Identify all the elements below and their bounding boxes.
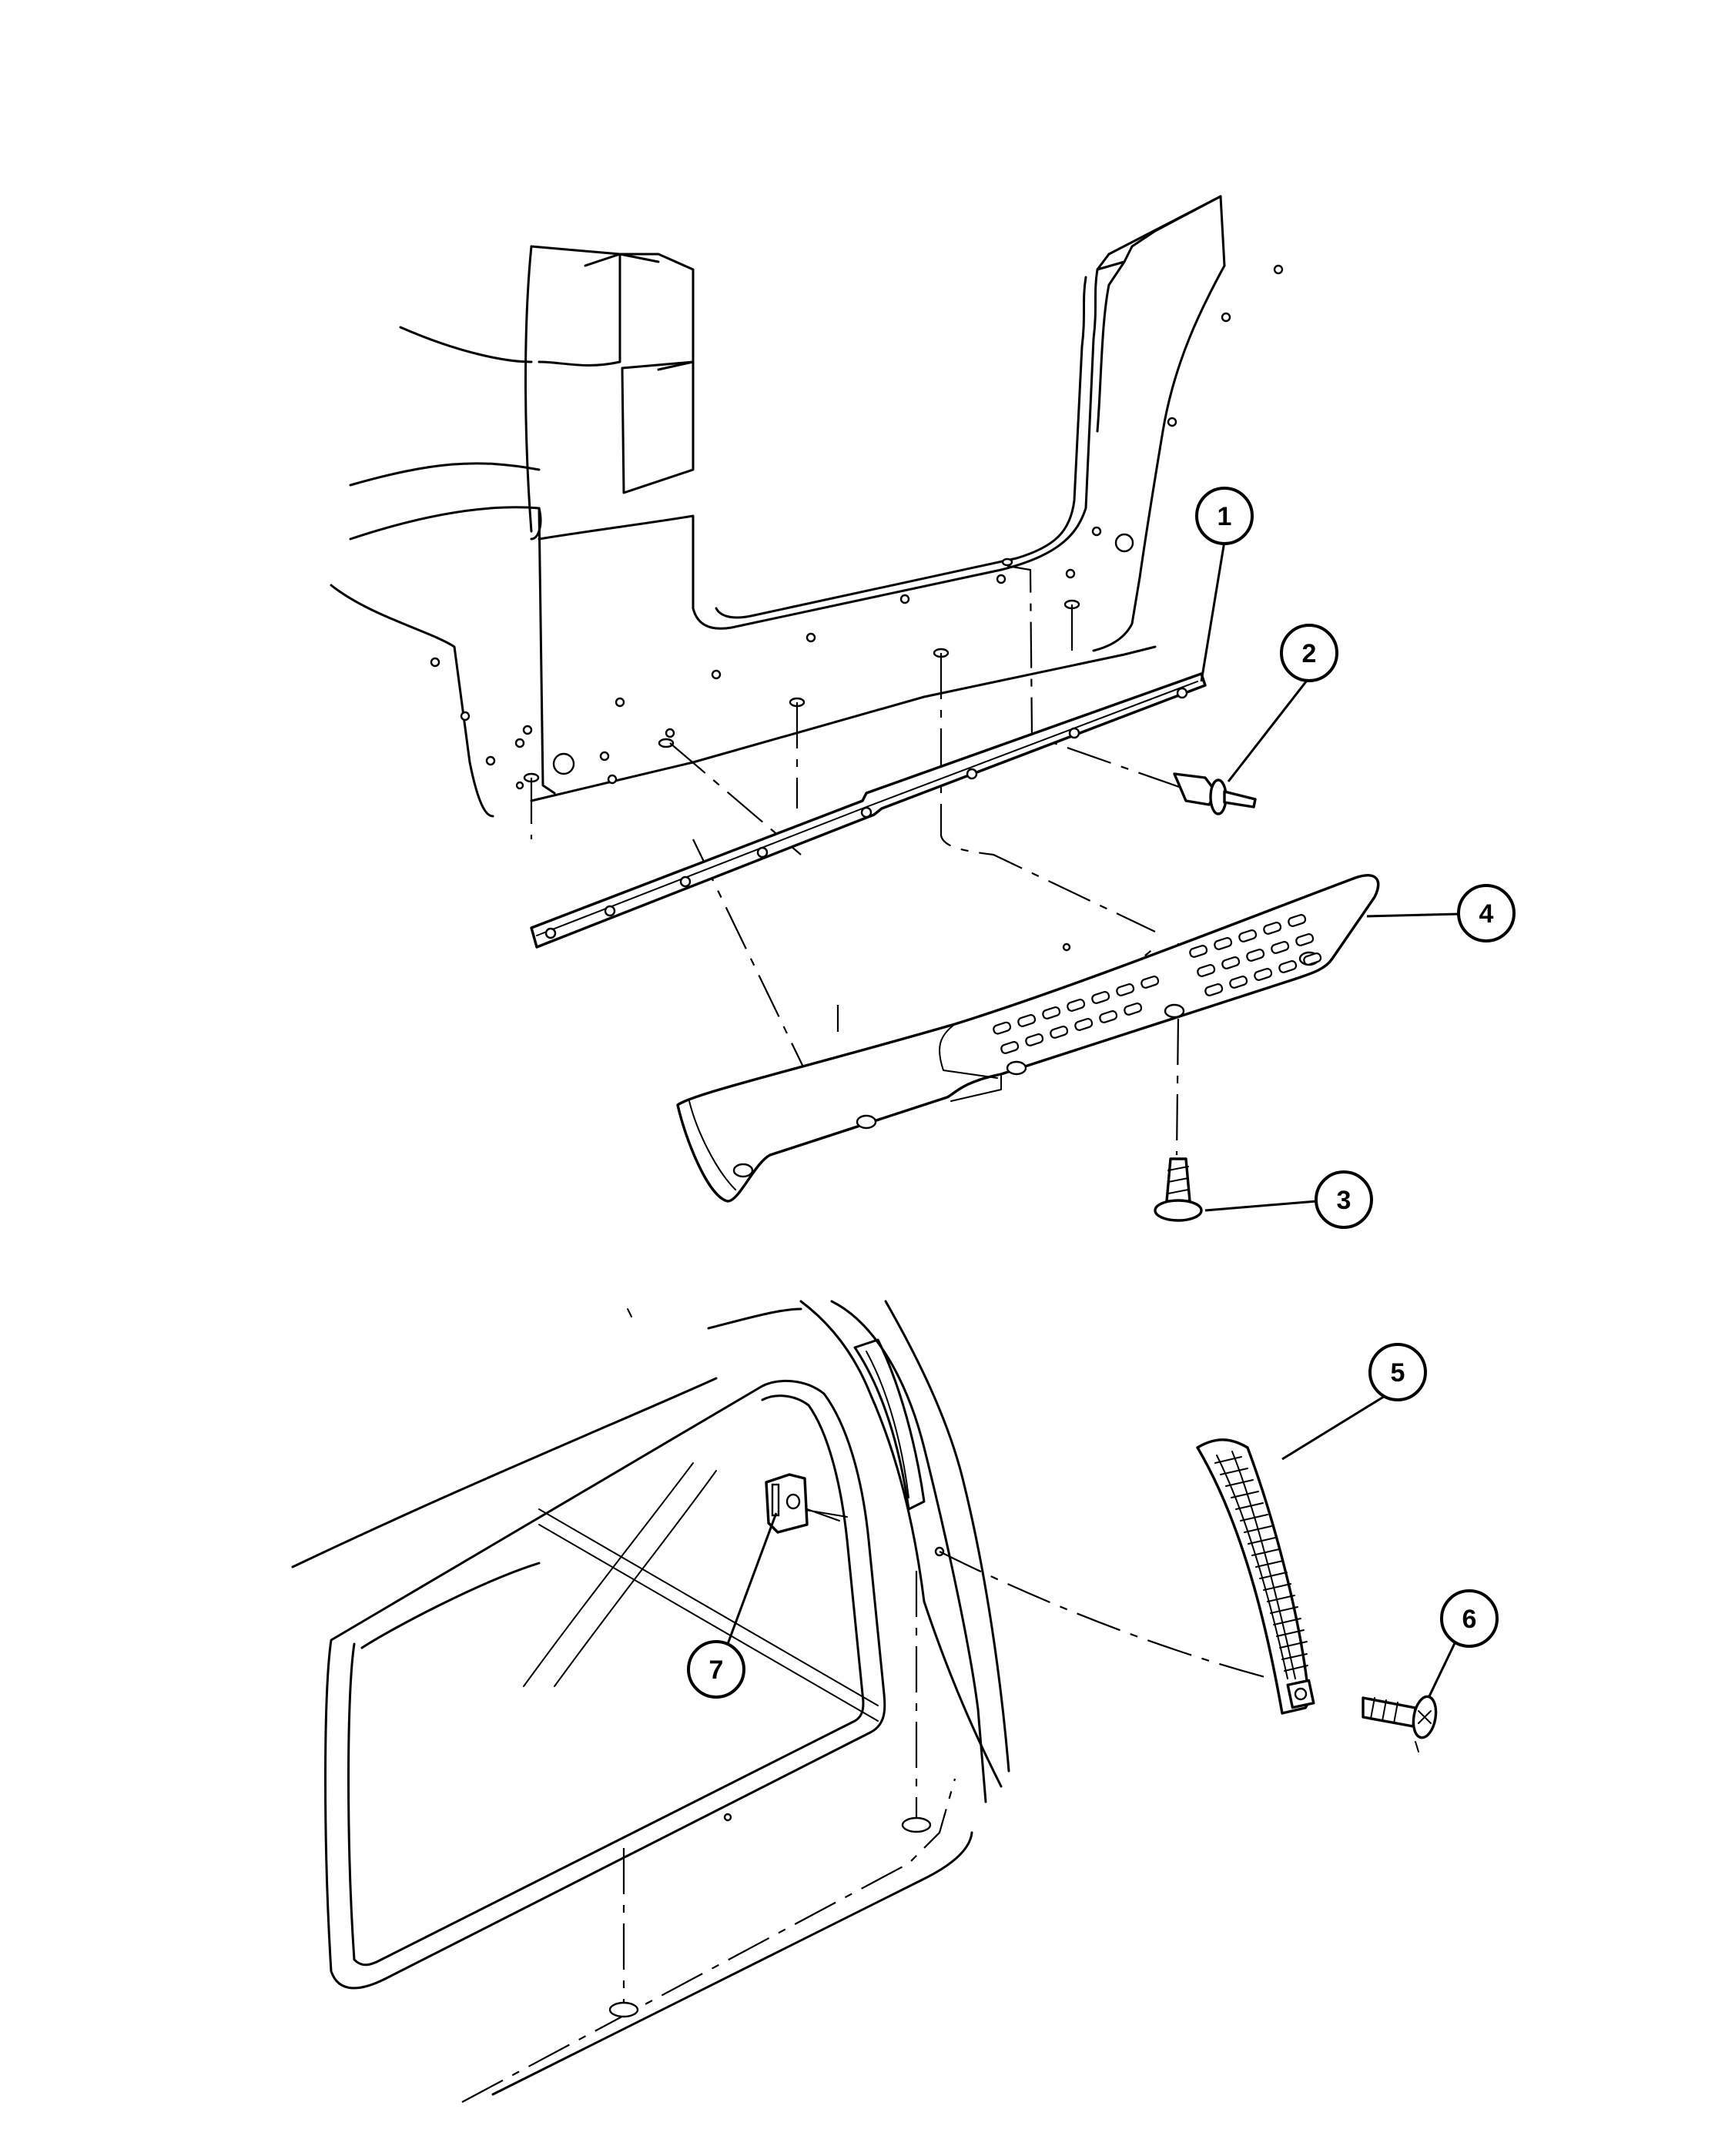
push-pin-fastener <box>1173 772 1257 815</box>
callout-6-label: 6 <box>1462 1605 1477 1634</box>
vent-screw <box>1362 1695 1438 1753</box>
rear-vent-grille <box>1196 1438 1315 1715</box>
sill-guard <box>676 874 1380 1203</box>
sill-retainer-strip <box>530 672 1207 949</box>
callout-4: 4 <box>1366 884 1516 942</box>
callout-7-label: 7 <box>709 1656 724 1685</box>
callout-6: 6 <box>1427 1589 1499 1699</box>
callout-3: 3 <box>1204 1170 1373 1229</box>
callout-3-label: 3 <box>1337 1186 1352 1215</box>
rear-quarter-panel <box>291 1300 1010 2103</box>
callout-4-label: 4 <box>1479 899 1494 929</box>
callout-2-label: 2 <box>1302 639 1317 668</box>
callout-7: 7 <box>687 1512 778 1699</box>
assembly-line-lower <box>939 1551 1271 1680</box>
body-dots <box>430 264 1284 952</box>
vent-slats <box>1214 1456 1308 1672</box>
callout-5: 5 <box>1281 1343 1427 1461</box>
grille-slots <box>993 914 1322 1054</box>
retainer-clip <box>765 1473 840 1534</box>
callout-1-label: 1 <box>1218 502 1232 531</box>
sill-screw <box>1154 1157 1203 1222</box>
callout-2: 2 <box>1227 624 1338 782</box>
callout-1: 1 <box>1195 487 1254 682</box>
body-side-panel <box>330 195 1284 952</box>
callout-5-label: 5 <box>1391 1358 1405 1388</box>
